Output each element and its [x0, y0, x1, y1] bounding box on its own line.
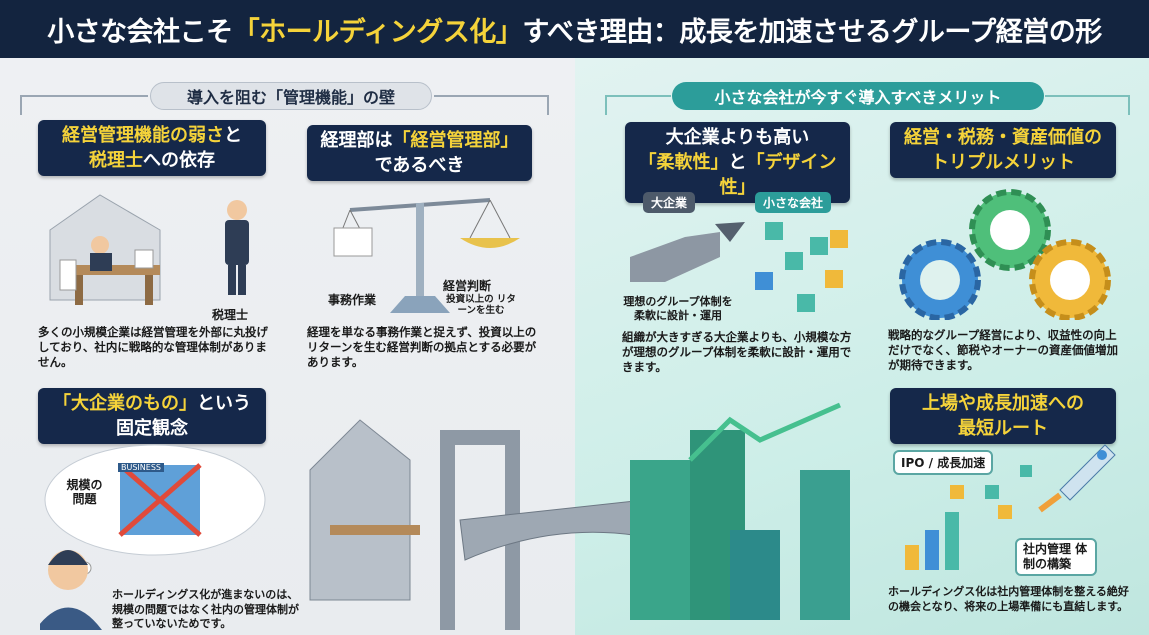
card-heading-fixed-idea: 「大企業のもの」という 固定観念	[38, 388, 266, 444]
heading-text: 固定観念	[116, 418, 188, 439]
overwhelmed-office-illustration	[49, 194, 249, 305]
heading-text: と	[224, 125, 242, 146]
heading-highlight: 「経営管理部」	[392, 130, 519, 151]
section-label-barriers: 導入を阻む「管理機能」の壁	[150, 82, 432, 110]
page-title: 小さな会社こそ「ホールディングス化」すべき理由：成長を加速させるグループ経営の形	[0, 0, 1149, 58]
card-body-fixed-idea: ホールディングス化が進まないのは、規模の問題ではなく社内の管理体制が整っていない…	[112, 588, 299, 630]
card-heading-management-weakness: 経営管理機能の弱さと 税理士への依存	[38, 120, 266, 176]
label-scale-problem: 規模の 問題	[66, 478, 103, 506]
card-body-triple-merit: 戦略的なグループ経営により、収益性の向上だけでなく、節税やオーナーの資産価値増加…	[888, 328, 1118, 372]
heading-text: 経理部は	[320, 130, 393, 151]
card-heading-accounting-dept: 経理部は「経営管理部」 であるべき	[307, 125, 532, 181]
thought-bubble-illustration	[40, 444, 266, 630]
card-body-flexibility: 組織が大きすぎる大企業よりも、小規模な方が理想のグループ体制を柔軟に設計・運用で…	[622, 330, 852, 374]
label-business-sign: BUSINESS	[118, 463, 164, 472]
bridge-transition-illustration	[309, 402, 850, 630]
heading-highlight: 上場や成長加速への	[922, 393, 1084, 414]
label-clerical-work: 事務作業	[328, 293, 377, 307]
card-body-accounting-dept: 経理を単なる事務作業と捉えず、投資以上のリターンを生む経営判断の拠点とする必要が…	[307, 325, 537, 369]
card-body-management-weakness: 多くの小規模企業は経営管理を外部に丸投げしており、社内に戦略的な管理体制がありま…	[38, 325, 268, 369]
title-text-end: すべき理由：成長を加速させるグループ経営の形	[522, 16, 1102, 48]
title-highlight: 「ホールディングス化」	[232, 16, 523, 48]
title-text: 小さな会社こそ	[47, 16, 233, 48]
balance-scale-illustration	[333, 198, 520, 313]
heading-highlight: 「大企業のもの」	[53, 393, 197, 414]
heading-text: への依存	[143, 150, 215, 171]
card-heading-triple-merit: 経営・税務・資産価値の トリプルメリット	[890, 122, 1116, 178]
heading-highlight: 税理士	[89, 150, 143, 171]
growth-rocket-illustration	[905, 444, 1116, 570]
label-return-on-investment: 投資以上の リターンを生む	[446, 294, 516, 316]
heading-highlight: 経営管理機能の弱さ	[62, 125, 224, 146]
label-tax-accountant: 税理士	[212, 308, 249, 322]
heading-highlight: 最短ルート	[958, 418, 1048, 439]
card-body-shortest-route: ホールディングス化は社内管理体制を整える絶好の機会となり、将来の上場準備にも直結…	[888, 585, 1129, 613]
label-large-company: 大企業	[643, 192, 696, 213]
card-heading-flexibility: 大企業よりも高い 「柔軟性」と「デザイン性」	[625, 122, 850, 203]
section-label-merits: 小さな会社が今すぐ導入すべきメリット	[672, 82, 1044, 110]
card-heading-shortest-route: 上場や成長加速への 最短ルート	[890, 388, 1116, 444]
label-internal-management: 社内管理 体制の構築	[1015, 538, 1097, 576]
heading-highlight: 経営・税務・資産価値の	[904, 127, 1102, 148]
triple-gears-illustration	[899, 189, 1111, 320]
blocks-comparison-illustration	[630, 222, 848, 312]
label-ideal-group-structure: 理想のグループ体制を 柔軟に設計・運用	[623, 295, 733, 322]
heading-highlight: トリプルメリット	[931, 152, 1075, 173]
frame-line	[1045, 95, 1130, 115]
heading-text: という	[197, 393, 251, 414]
heading-highlight: 「柔軟性」	[638, 152, 729, 173]
heading-text: と	[728, 152, 747, 173]
heading-highlight: 「デザイン性」	[719, 152, 837, 198]
label-ipo-growth: IPO / 成長加速	[893, 450, 994, 475]
heading-text: 大企業よりも高い	[665, 127, 810, 148]
label-management-judgment: 経営判断	[443, 279, 492, 293]
frame-line	[20, 95, 148, 115]
frame-line	[605, 95, 671, 115]
heading-text: であるべき	[374, 155, 465, 176]
frame-line	[434, 95, 549, 115]
label-small-company: 小さな会社	[755, 192, 832, 213]
